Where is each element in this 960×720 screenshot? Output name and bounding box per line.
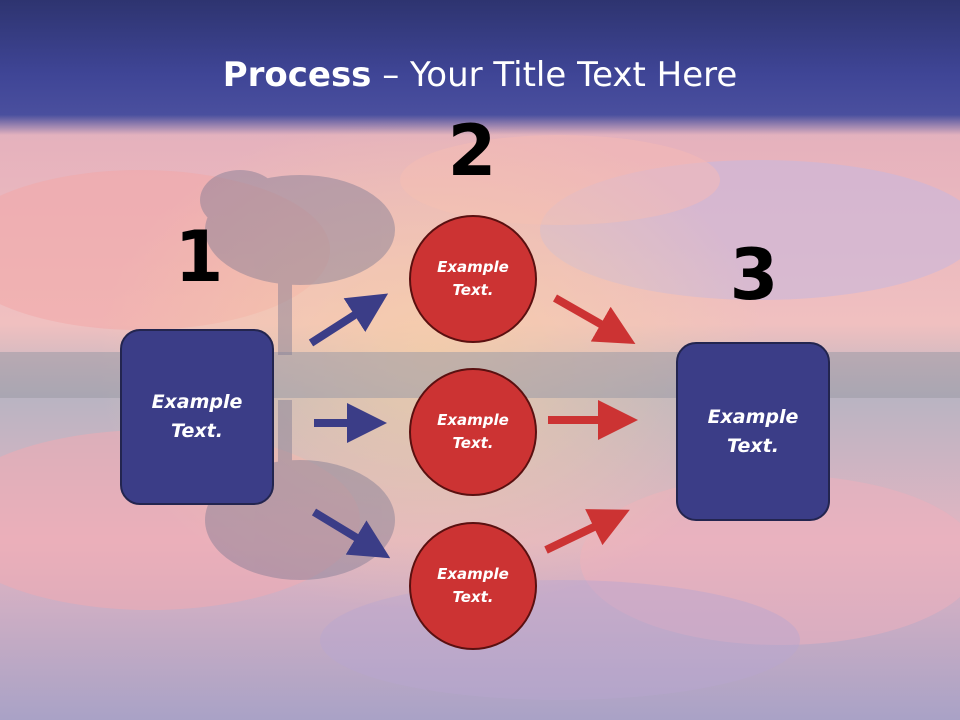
title-bar: [0, 0, 960, 135]
title-rest: – Your Title Text Here: [371, 55, 738, 95]
title-bold: Process: [222, 55, 372, 95]
slide-title: Process – Your Title Text Here: [0, 52, 960, 98]
arrow-circle-top-to-box3: [553, 294, 636, 344]
arrow-box1-to-circle-top: [308, 293, 389, 347]
step-number-3: 3: [729, 234, 779, 316]
step-1-box[interactable]: Example Text.: [120, 329, 274, 505]
arrow-box1-to-circle-bottom: [311, 508, 391, 559]
step-number-1: 1: [174, 216, 224, 298]
step-number-2: 2: [447, 110, 497, 192]
step-3-box[interactable]: Example Text.: [676, 342, 830, 521]
step-2-circle-bottom[interactable]: Example Text.: [409, 522, 537, 650]
arrow-circle-bottom-to-box3: [544, 509, 630, 554]
step-2-circle-top[interactable]: Example Text.: [409, 215, 537, 343]
step-2-circle-middle[interactable]: Example Text.: [409, 368, 537, 496]
